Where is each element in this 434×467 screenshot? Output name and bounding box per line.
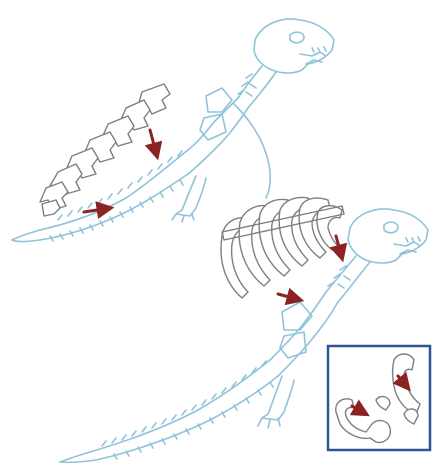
bottom-tail-spikes (102, 361, 266, 446)
arm-detail-inset (328, 346, 430, 450)
top-skull-eye (290, 32, 304, 43)
tail-part-8 (42, 200, 60, 216)
bottom-skull-teeth (406, 237, 420, 242)
top-arrow-down (150, 130, 157, 156)
bottom-shoulder-plate (282, 302, 312, 330)
top-tail-lower (12, 174, 188, 242)
bottom-tail-lower (60, 376, 278, 462)
bottom-tail-underside-ticks (114, 382, 273, 459)
top-pelvis-plate (200, 114, 226, 140)
bottom-loose-rib-cage (221, 198, 344, 299)
top-torso-spine (188, 98, 238, 150)
top-skull-outline (254, 19, 334, 73)
bottom-skull-eye (384, 222, 398, 233)
bottom-skull-outline (348, 209, 428, 263)
top-skull-teeth (312, 47, 326, 52)
bottom-tail-upper (60, 360, 270, 462)
top-loose-tail-vertebrae (40, 84, 170, 216)
bottom-leg (262, 376, 294, 420)
top-back-strap (234, 104, 270, 198)
bottom-arrow-right (278, 294, 300, 300)
top-neck (238, 66, 276, 108)
